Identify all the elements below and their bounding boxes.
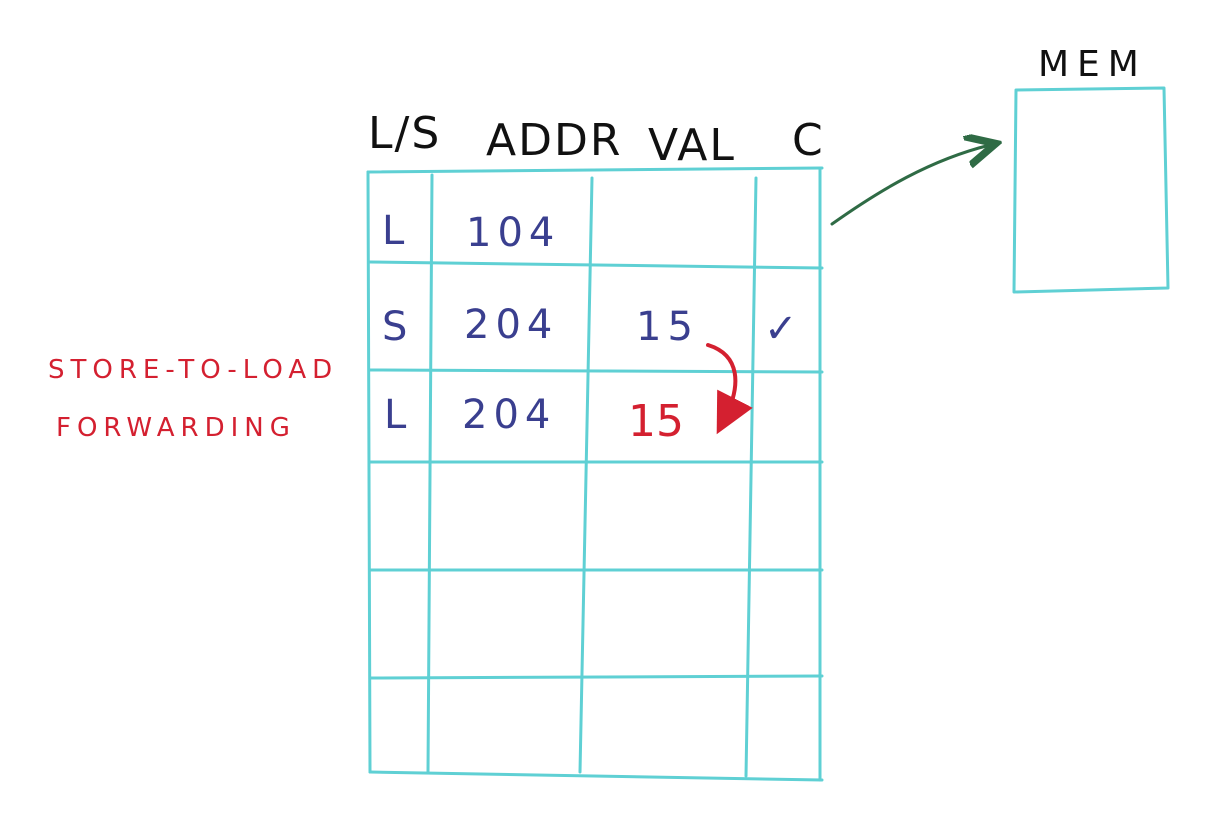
- annotation-line-2: FORWARDING: [56, 413, 296, 443]
- forwarding-arrow: [706, 343, 753, 435]
- header-value: VAL: [648, 120, 736, 171]
- cell-ls: L: [382, 208, 410, 254]
- cell-addr: 204: [462, 392, 556, 438]
- load-store-queue-grid: [366, 166, 824, 782]
- table-row: L 204 15: [384, 392, 684, 447]
- table-header: L/S ADDR VAL C: [368, 108, 825, 171]
- forwarding-annotation: STORE-TO-LOAD FORWARDING: [48, 355, 338, 443]
- table-row: S 204 15 ✓: [382, 302, 804, 352]
- cell-val-forwarded: 15: [628, 396, 684, 447]
- cell-addr: 204: [464, 302, 558, 348]
- cell-val: 15: [636, 304, 699, 350]
- cell-ls: S: [382, 304, 413, 350]
- cell-ls: L: [384, 392, 412, 438]
- cell-c: ✓: [764, 306, 804, 352]
- table-row: L 104: [382, 208, 560, 256]
- cell-addr: 104: [466, 210, 560, 256]
- header-commit: C: [792, 115, 825, 166]
- header-load-store: L/S: [368, 108, 441, 159]
- memory-box: MEM: [1012, 44, 1170, 294]
- commit-to-memory-arrow: [830, 145, 990, 226]
- memory-label: MEM: [1038, 44, 1147, 85]
- annotation-line-1: STORE-TO-LOAD: [48, 355, 338, 385]
- header-address: ADDR: [486, 115, 622, 166]
